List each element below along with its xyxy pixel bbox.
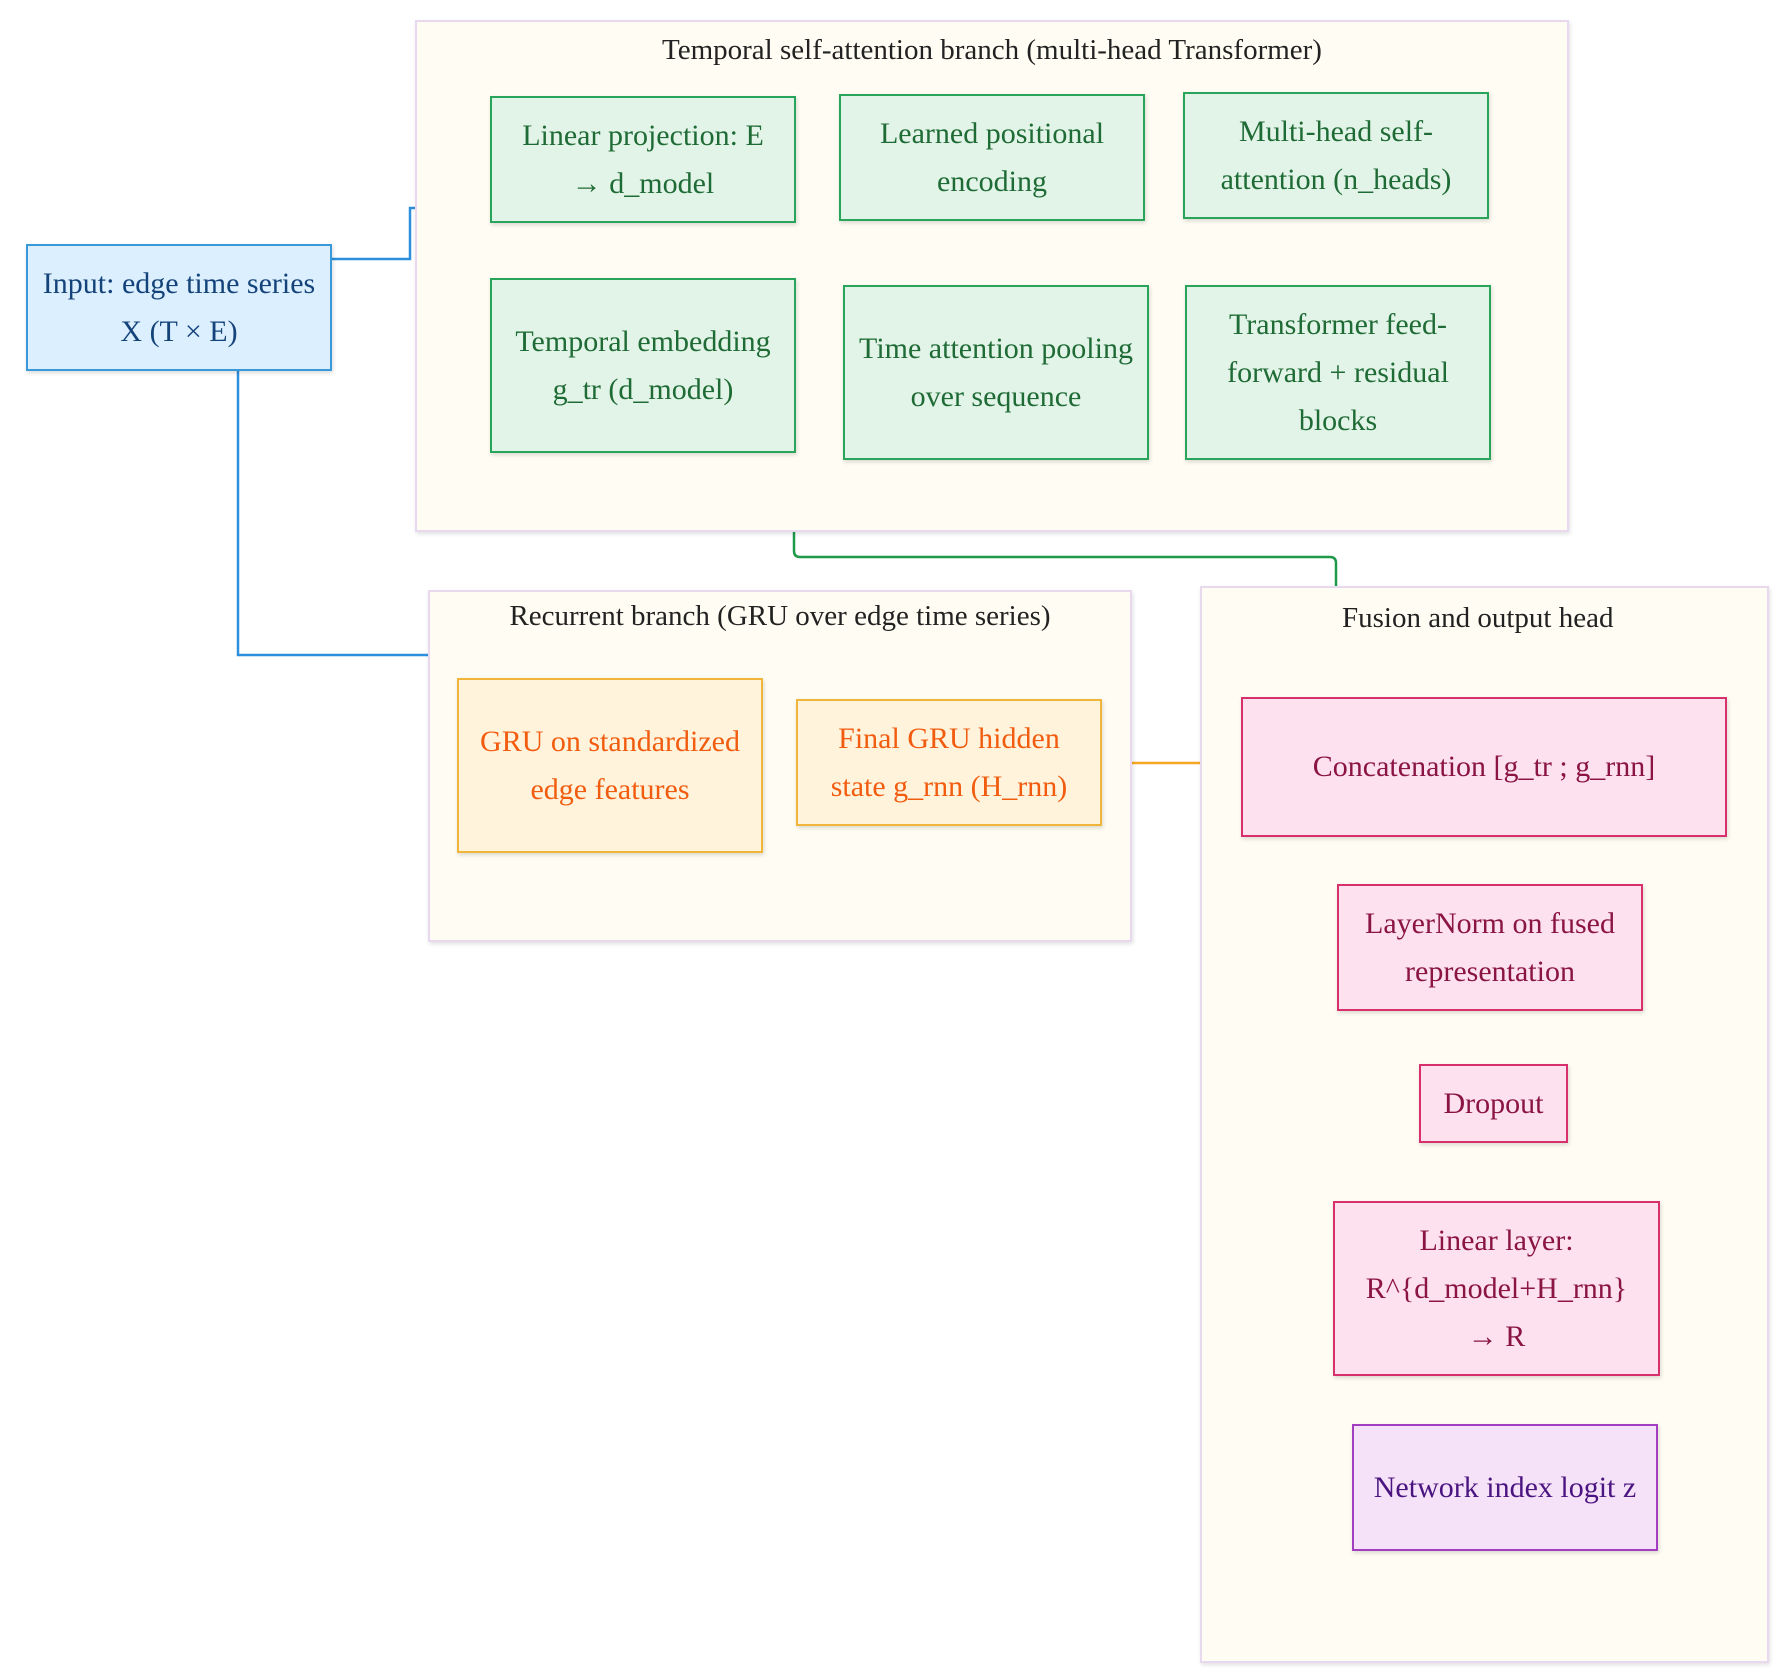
multihead-attention-node: Multi-head self-attention (n_heads) — [1183, 92, 1489, 219]
dropout-node: Dropout — [1419, 1064, 1568, 1143]
concatenation-node: Concatenation [g_tr ; g_rnn] — [1241, 697, 1727, 837]
gru-node: GRU on standardized edge features — [457, 678, 763, 853]
recurrent-branch-title: Recurrent branch (GRU over edge time ser… — [509, 600, 1051, 632]
temporal-embedding-node: Temporal embedding g_tr (d_model) — [490, 278, 796, 453]
temporal-branch-title: Temporal self-attention branch (multi-he… — [662, 34, 1322, 66]
final-gru-state-node: Final GRU hidden state g_rnn (H_rnn) — [796, 699, 1102, 826]
feedforward-node: Transformer feed-forward + residual bloc… — [1185, 285, 1491, 460]
linear-projection-node: Linear projection: E → d_model — [490, 96, 796, 223]
linear-layer-node: Linear layer: R^{d_model+H_rnn} → R — [1333, 1201, 1660, 1376]
input-node: Input: edge time series X (T × E) — [26, 244, 332, 371]
positional-encoding-node: Learned positional encoding — [839, 94, 1145, 221]
arrow-embedding-to-concatenation — [792, 438, 1341, 693]
layernorm-node: LayerNorm on fused representation — [1337, 884, 1643, 1011]
output-logit-node: Network index logit z — [1352, 1424, 1658, 1551]
time-attention-pooling-node: Time attention pooling over sequence — [843, 285, 1149, 460]
fusion-title: Fusion and output head — [1342, 602, 1614, 634]
